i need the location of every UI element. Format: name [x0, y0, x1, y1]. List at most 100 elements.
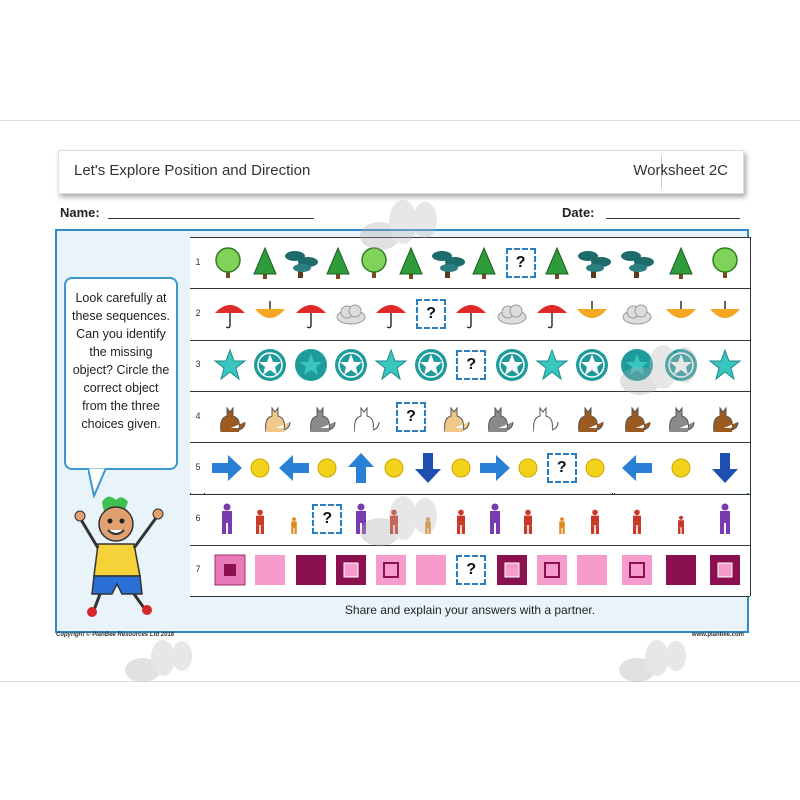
- row-number: 3: [195, 359, 201, 370]
- row-number: 7: [195, 564, 201, 575]
- website-text: www.planbee.com: [691, 632, 744, 638]
- person-red-icon: [243, 502, 277, 536]
- tree-pine-icon: [321, 246, 355, 280]
- sq-maroon-inner-icon: [334, 553, 368, 587]
- umbrella-red-icon: [454, 297, 488, 331]
- bee-watermark-icon: [619, 640, 686, 682]
- umbrella-red-icon: [535, 297, 569, 331]
- person-red-icon: [578, 502, 612, 536]
- row-divider: [190, 237, 750, 238]
- choice-umbrella-orange-icon[interactable]: [708, 297, 742, 331]
- copyright-text: Copyright © PlanBee Resources Ltd 2018: [56, 632, 175, 638]
- cat-tan-icon: [439, 400, 473, 434]
- name-field[interactable]: [108, 218, 314, 219]
- row-number: 2: [195, 307, 201, 318]
- star-icon: [213, 348, 247, 382]
- missing-object-box: ?: [312, 504, 343, 535]
- tree-pine-icon: [540, 246, 574, 280]
- bee-watermark-icon: [620, 345, 697, 395]
- row-divider: [190, 596, 750, 598]
- kid-character-icon: [74, 496, 164, 617]
- instruction-bubble: Look carefully at these sequences. Can y…: [64, 277, 178, 470]
- tree-pine-icon: [394, 246, 428, 280]
- choice-cat-brown-icon[interactable]: [620, 400, 654, 434]
- choice-star-icon[interactable]: [708, 348, 742, 382]
- arrow-right-icon: [478, 451, 512, 485]
- dot-icon: [578, 451, 612, 485]
- cloud-icon: [495, 297, 529, 331]
- page-title: Let's Explore Position and Direction: [74, 162, 311, 179]
- bee-watermark-icon: [125, 640, 192, 682]
- sq-magenta-inner-icon: [213, 553, 247, 587]
- person-red-icon: [511, 502, 545, 536]
- person-purple-icon: [210, 502, 244, 536]
- arrow-right-icon: [210, 451, 244, 485]
- missing-object-box: ?: [456, 350, 487, 381]
- date-field[interactable]: [606, 218, 740, 219]
- title-separator: [661, 155, 662, 189]
- choice-sq-pink-inner-icon[interactable]: [620, 553, 654, 587]
- row-divider: [190, 544, 750, 546]
- choice-sq-maroon-inner-icon[interactable]: [708, 553, 742, 587]
- missing-object-box: ?: [396, 401, 426, 432]
- choice-bonsai-icon[interactable]: [620, 246, 654, 280]
- arrow-down-icon: [411, 451, 445, 485]
- sq-maroon-inner-icon: [495, 553, 529, 587]
- cat-brown-icon: [573, 400, 607, 434]
- choice-star-circle-icon[interactable]: [664, 348, 698, 382]
- dot-icon: [511, 451, 545, 485]
- row-number: 6: [195, 513, 201, 524]
- choice-cloud-icon[interactable]: [620, 297, 654, 331]
- star-circle-icon: [334, 348, 368, 382]
- umbrella-orange-icon: [253, 297, 287, 331]
- cat-grey-icon: [483, 400, 517, 434]
- choice-cat-grey-icon[interactable]: [664, 400, 698, 434]
- worksheet-number: Worksheet 2C: [633, 162, 728, 179]
- bee-watermark-icon: [360, 496, 437, 546]
- cloud-icon: [334, 297, 368, 331]
- choice-tree-pine-icon[interactable]: [664, 246, 698, 280]
- dot-icon: [444, 451, 478, 485]
- person-red-icon: [444, 502, 478, 536]
- arrow-up-icon: [344, 451, 378, 485]
- sq-pink-icon: [414, 553, 448, 587]
- person-red-icon: [377, 502, 411, 536]
- missing-object-box: ?: [456, 555, 487, 586]
- person-purple-icon: [478, 502, 512, 536]
- choice-person-red-icon[interactable]: [620, 502, 654, 536]
- choice-person-purple-icon[interactable]: [708, 502, 742, 536]
- cat-white-icon: [349, 400, 383, 434]
- choice-tree-round-icon[interactable]: [708, 246, 742, 280]
- choice-sq-maroon-icon[interactable]: [664, 553, 698, 587]
- dot-icon: [377, 451, 411, 485]
- person-purple-icon: [344, 502, 378, 536]
- star-icon: [374, 348, 408, 382]
- choice-arrow-left-icon[interactable]: [620, 451, 654, 485]
- cat-grey-icon: [305, 400, 339, 434]
- choice-cat-brown-icon[interactable]: [708, 400, 742, 434]
- person-orange-icon: [411, 502, 445, 536]
- sq-pink-inner-icon: [374, 553, 408, 587]
- dot-icon: [310, 451, 344, 485]
- row-number: 1: [195, 256, 201, 267]
- row-divider: [190, 390, 750, 392]
- sequence-row: [190, 493, 750, 545]
- choice-star-circle-teal-icon[interactable]: [620, 348, 654, 382]
- cat-brown-icon: [215, 400, 249, 434]
- missing-object-box: ?: [505, 247, 536, 278]
- umbrella-red-icon: [294, 297, 328, 331]
- person-orange-icon: [545, 502, 579, 536]
- sq-maroon-icon: [294, 553, 328, 587]
- row-divider: [190, 493, 750, 495]
- sequence-row: [190, 288, 750, 340]
- star-icon: [535, 348, 569, 382]
- star-circle-icon: [414, 348, 448, 382]
- choice-umbrella-orange-icon[interactable]: [664, 297, 698, 331]
- star-circle-icon: [253, 348, 287, 382]
- choice-person-red-small-icon[interactable]: [664, 502, 698, 536]
- bonsai-icon: [577, 246, 611, 280]
- choice-arrow-down-icon[interactable]: [708, 451, 742, 485]
- missing-object-box: ?: [416, 298, 447, 329]
- choice-dot-icon[interactable]: [664, 451, 698, 485]
- dot-icon: [243, 451, 277, 485]
